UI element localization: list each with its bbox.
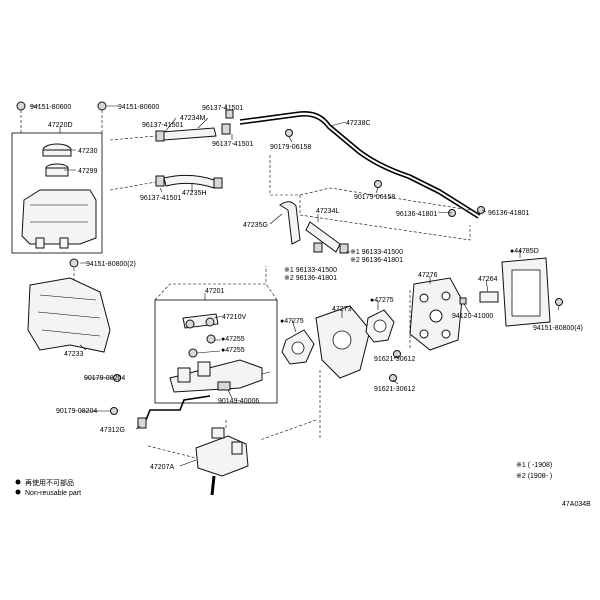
- label-47273: 47273: [332, 306, 352, 313]
- label-47230: 47230: [78, 148, 98, 155]
- label-96133-41500-b: ※1 96133-41500: [284, 267, 337, 274]
- label-90149-40006: 90149-40006: [218, 398, 259, 405]
- note-1: ※1 ( -1908): [516, 462, 552, 469]
- label-96136-41801-b: 96136-41801: [488, 210, 529, 217]
- label-96136-41801-a: 96136-41801: [396, 211, 437, 218]
- clip-90179-08204-b: [110, 407, 118, 415]
- label-47255-b: ●47255: [221, 347, 245, 354]
- label-47238c: 47238C: [346, 120, 371, 127]
- label-94151-80600-b: 94151-80600: [118, 104, 159, 111]
- clamp-96136-b: [477, 206, 485, 214]
- note-2: ※2 (1908- ): [516, 473, 552, 480]
- label-47220d: 47220D: [48, 122, 73, 129]
- label-96133-41500-a: ※1 96133-41500: [350, 249, 403, 256]
- label-94151-80800-2: 94151-80800(2): [86, 261, 136, 268]
- legend-nonreuse-en: Non-reusable part: [25, 490, 81, 497]
- label-47264: 47264: [478, 276, 498, 283]
- label-90179-06158-a: 90179-06158: [270, 144, 311, 151]
- label-91621-30612-b: 91621-30612: [374, 386, 415, 393]
- label-47235h: 47235H: [182, 190, 207, 197]
- label-47234m: 47234M: [180, 115, 205, 122]
- reservoir-strainer-body: [45, 167, 69, 177]
- label-94120-41000: 94120-41000: [452, 313, 493, 320]
- label-47234l: 47234L: [316, 208, 339, 215]
- reservoir-tank: [21, 189, 97, 245]
- hose-47235h: [163, 174, 215, 189]
- label-90179-08204-a: 90179-08204: [84, 375, 125, 382]
- diagram-code: 47A034B: [562, 501, 591, 508]
- clamp-90179-a: [285, 129, 293, 137]
- clip-94151-a: [16, 101, 26, 111]
- label-47201: 47201: [205, 288, 225, 295]
- connector-90149: [217, 381, 231, 391]
- hose-47234l: [305, 221, 341, 253]
- label-44785d: ●44785D: [510, 248, 539, 255]
- master-cylinder-body: [169, 359, 263, 393]
- bolt-91621-a: [393, 350, 401, 358]
- label-47255-a: ●47255: [221, 336, 245, 343]
- tube-47238c: [239, 110, 481, 216]
- label-96137-41501-c: 96137-41501: [212, 141, 253, 148]
- label-47275-b: ●47275: [370, 297, 394, 304]
- nut-94151-80800-4: [555, 298, 563, 306]
- clip-90179-08204-a: [113, 374, 121, 382]
- grommet-47255-b: [206, 334, 216, 344]
- label-47235g: 47235G: [243, 222, 268, 229]
- bolt-91621-b: [389, 374, 397, 382]
- label-47233: 47233: [64, 351, 84, 358]
- label-94151-80800-4: 94151-80800(4): [533, 325, 583, 332]
- bolt-94151-80800: [69, 258, 79, 268]
- label-47299: 47299: [78, 168, 98, 175]
- label-47275-a: ●47275: [280, 318, 304, 325]
- reservoir-cap-side: [42, 149, 72, 157]
- grommet-47255-a: [188, 348, 198, 358]
- label-47312g: 47312G: [100, 427, 125, 434]
- clamp-90179-b: [374, 180, 382, 188]
- label-96137-41501-b: 96137-41501: [202, 105, 243, 112]
- legend-bullet-en: [15, 489, 21, 495]
- hose-47235g: [279, 201, 301, 245]
- clip-94151-b: [97, 101, 107, 111]
- sensor-47264: [479, 291, 499, 303]
- tube-47312g: [145, 395, 211, 421]
- label-47207a: 47207A: [150, 464, 174, 471]
- label-96136-41801-d: ※2 96136-41801: [284, 275, 337, 282]
- reservoir-group-box: [11, 132, 103, 254]
- hose-47234m: [161, 127, 217, 141]
- label-90179-08204-b: 90179-08204: [56, 408, 97, 415]
- legend-bullet-jp: [15, 479, 21, 485]
- label-96136-41801-c: ※2 96136-41801: [350, 257, 403, 264]
- label-94151-80600-a: 94151-80600: [30, 104, 71, 111]
- label-47210v: 47210V: [222, 314, 246, 321]
- legend-nonreuse-jp: 再使用不可部品: [25, 478, 74, 487]
- label-96137-41501-a: 96137-41501: [142, 122, 183, 129]
- label-96137-41501-d: 96137-41501: [140, 195, 181, 202]
- label-90179-06158-b: 90179-06158: [354, 194, 395, 201]
- label-47276: 47276: [418, 272, 438, 279]
- label-91621-30612-a: 91621-30612: [374, 356, 415, 363]
- master-cylinder-box: [154, 299, 278, 404]
